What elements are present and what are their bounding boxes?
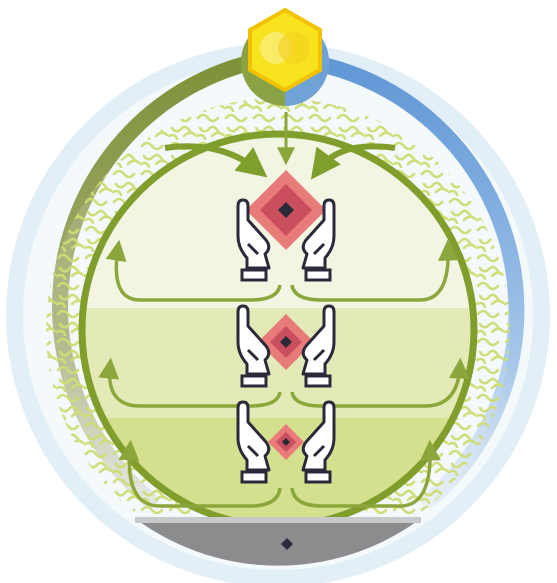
top-node [241, 10, 329, 106]
